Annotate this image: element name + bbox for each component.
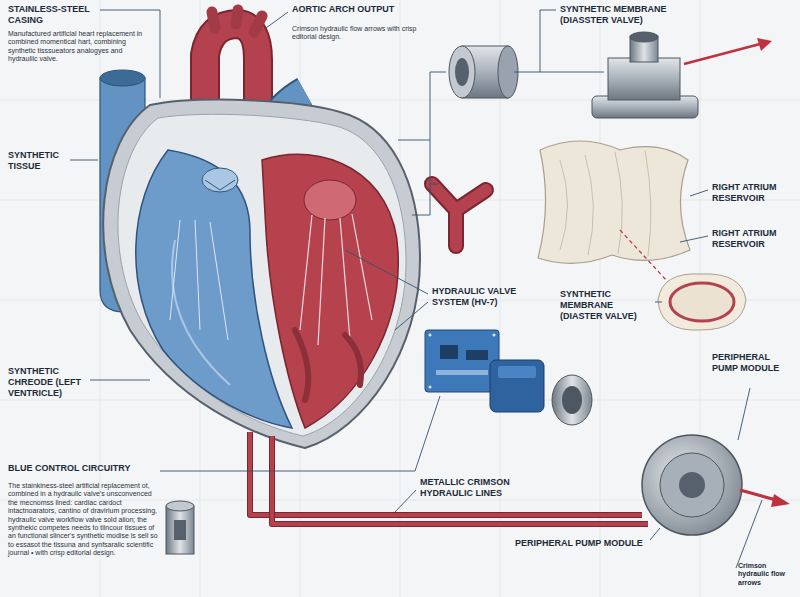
control-module-box: [490, 360, 544, 412]
part-label: SYNTHETIC CHREODE (LEFT VENTRICLE): [8, 366, 90, 398]
ring-membrane: [658, 274, 746, 330]
part-label: PERIPHERAL PUMP MODULE: [515, 538, 655, 549]
part-label: SYNTHETIC MEMBRANE (DIASSTER VALVE): [560, 4, 680, 26]
part-label: METALLIC CRIMSON HYDRAULIC LINES: [420, 477, 540, 499]
description-text: Crimson hydraulic flow arrows with crisp…: [292, 25, 417, 42]
small-cylinder: [166, 501, 194, 554]
part-label: PERIPHERAL PUMP MODULE: [712, 352, 796, 374]
note-text: Crimson hydraulic flow arrows: [738, 562, 796, 587]
description-text: The stainkiness-steel artificial replace…: [8, 482, 158, 558]
synthetic-membrane-fabric: [538, 141, 690, 282]
part-label: RIGHT ATRIUM RESERVOIR: [712, 182, 796, 204]
part-label: SYNTHETIC MEMBRANE (DIASTER VALVE): [560, 289, 655, 321]
ring-seal: [552, 375, 592, 425]
part-label: HYDRAULIC VALVE SYSTEM (HV-7): [432, 286, 542, 308]
cylinder-valve: [449, 46, 518, 98]
peripheral-pump: [642, 435, 790, 535]
control-circuit-board: [425, 330, 499, 392]
tee-fitting: [592, 32, 772, 118]
part-label: RIGHT ATRIUM RESERVOIR: [712, 228, 796, 250]
part-label: STAINLESS-STEEL CASING: [8, 4, 98, 26]
artificial-heart: [100, 10, 648, 524]
part-label: AORTIC ARCH OUTPUT: [292, 4, 422, 15]
leader-lines: [70, 10, 762, 568]
tri-branch-connector: [432, 184, 486, 246]
description-text: Manufactured artificial heart replacemen…: [8, 30, 148, 64]
part-label: SYNTHETIC TISSUE: [8, 150, 70, 172]
part-label: BLUE CONTROL CIRCUITRY: [8, 463, 160, 474]
